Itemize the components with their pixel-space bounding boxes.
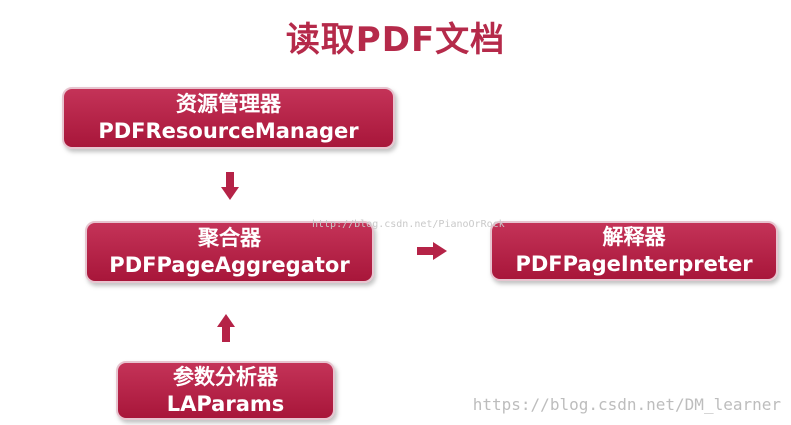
node-label-cn: 资源管理器: [176, 92, 281, 116]
node-label-en: PDFPageAggregator: [109, 253, 350, 277]
node-pdf-resource-manager: 资源管理器 PDFResourceManager: [62, 87, 395, 149]
arrow-down-icon: [221, 172, 239, 200]
arrow-up-icon: [217, 314, 235, 342]
node-label-cn: 聚合器: [198, 226, 261, 250]
watermark-bottom: https://blog.csdn.net/DM_learner: [472, 395, 781, 414]
node-label-en: LAParams: [166, 391, 285, 416]
node-label-cn: 参数分析器: [173, 364, 278, 389]
watermark-middle: http://blog.csdn.net/PianoOrRock: [312, 219, 505, 230]
node-label-en: PDFResourceManager: [98, 119, 359, 143]
node-pdf-page-aggregator: 聚合器 PDFPageAggregator: [85, 221, 374, 283]
node-label-en: PDFPageInterpreter: [515, 252, 753, 276]
node-pdf-page-interpreter: 解释器 PDFPageInterpreter: [490, 221, 778, 281]
node-label-cn: 解释器: [602, 225, 666, 249]
node-laparams: 参数分析器 LAParams: [116, 361, 335, 420]
diagram-title: 读取PDF文档: [285, 20, 506, 60]
arrow-right-icon: [417, 242, 447, 260]
